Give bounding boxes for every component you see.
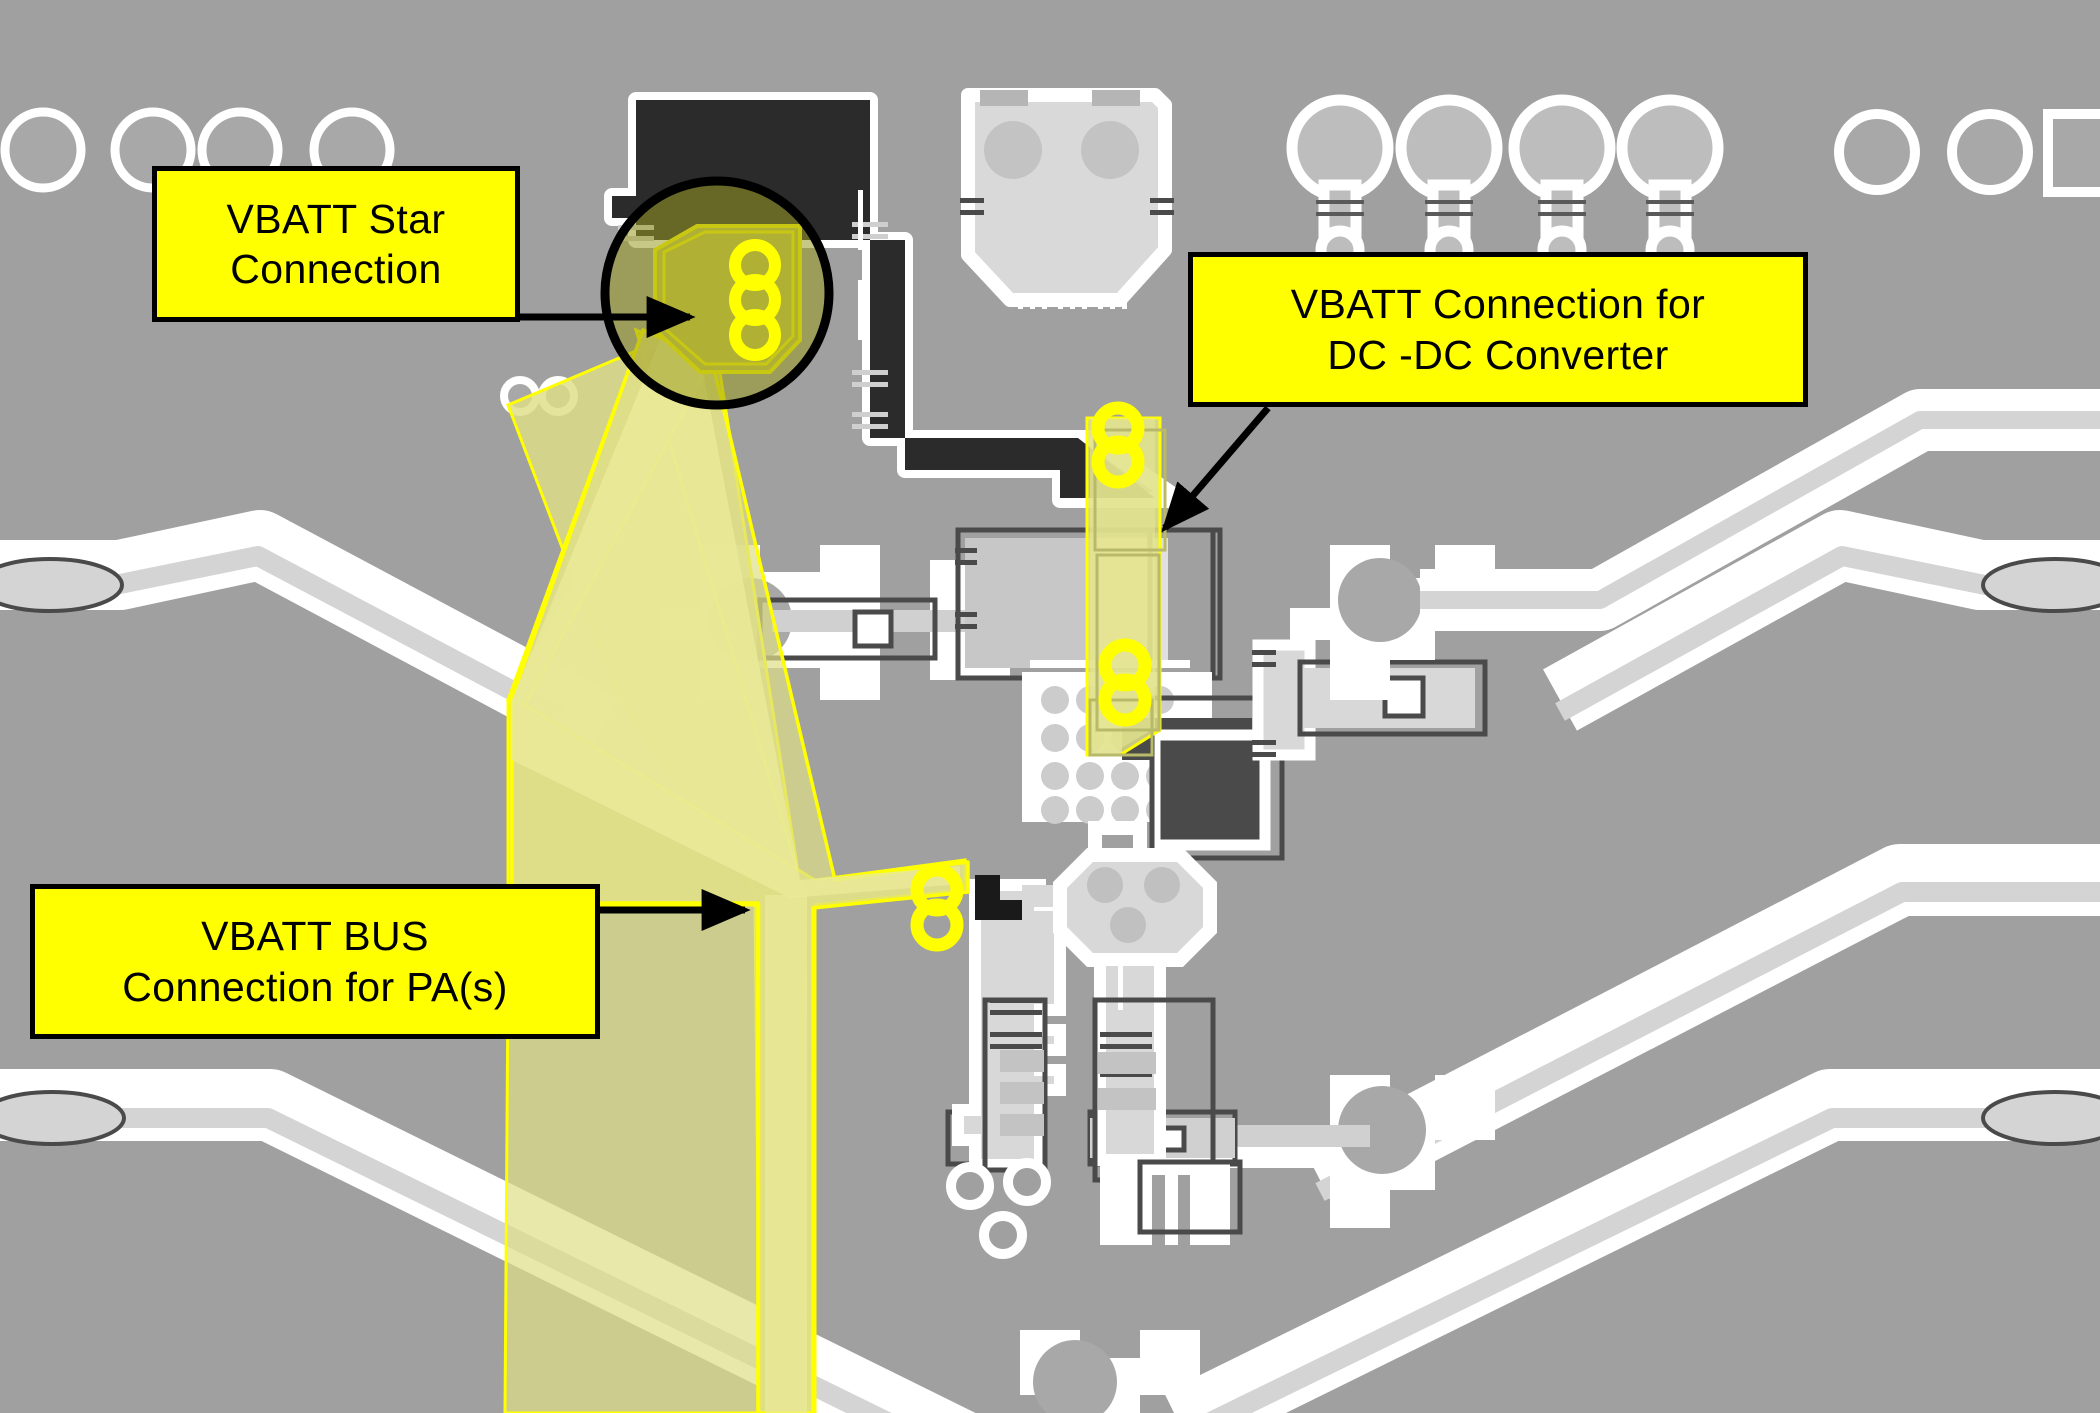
vbatt-star-connection-callout[interactable]: VBATT Star Connection [152, 166, 520, 322]
star-connection-via-cluster [729, 239, 781, 361]
callout-pabus-line2: Connection for PA(s) [122, 963, 508, 1010]
mid-right-ground-pad [1290, 389, 2100, 700]
vbatt-dcdc-connection-callout[interactable]: VBATT Connection for DC -DC Converter [1188, 252, 1808, 407]
dark-block-and-side-pad [1122, 639, 1488, 861]
pa-component-left [952, 879, 1066, 1173]
callout-dcdc-line1: VBATT Connection for [1290, 281, 1706, 328]
callout-pabus-line1: VBATT BUS [201, 913, 429, 960]
small-circle-pads-bottom [946, 1158, 1051, 1259]
dcdc-callout-arrow [1161, 405, 1271, 533]
bottom-centre-ground-pad [1020, 1330, 1200, 1413]
dcdc-bottom-via-pair [1098, 638, 1152, 727]
upper-right-diagonal-trace [1543, 510, 2100, 731]
pa-bus-via-pair [910, 863, 964, 952]
lower-right-diagonal-traces [1164, 844, 2100, 1413]
dcdc-top-via-pair [1091, 401, 1145, 489]
far-top-right-pads [1834, 109, 2100, 197]
vbatt-bus-pa-callout[interactable]: VBATT BUS Connection for PA(s) [30, 884, 600, 1039]
callout-star-line2: Connection [230, 246, 442, 292]
pa-bus-stub [975, 875, 1022, 920]
callout-dcdc-line2: DC -DC Converter [1327, 331, 1669, 378]
grey-shield-module [960, 88, 1174, 309]
top-right-pad-row [1286, 94, 1724, 275]
callout-star-line1: VBATT Star [226, 195, 446, 242]
pa-component-right [1053, 848, 1243, 1245]
